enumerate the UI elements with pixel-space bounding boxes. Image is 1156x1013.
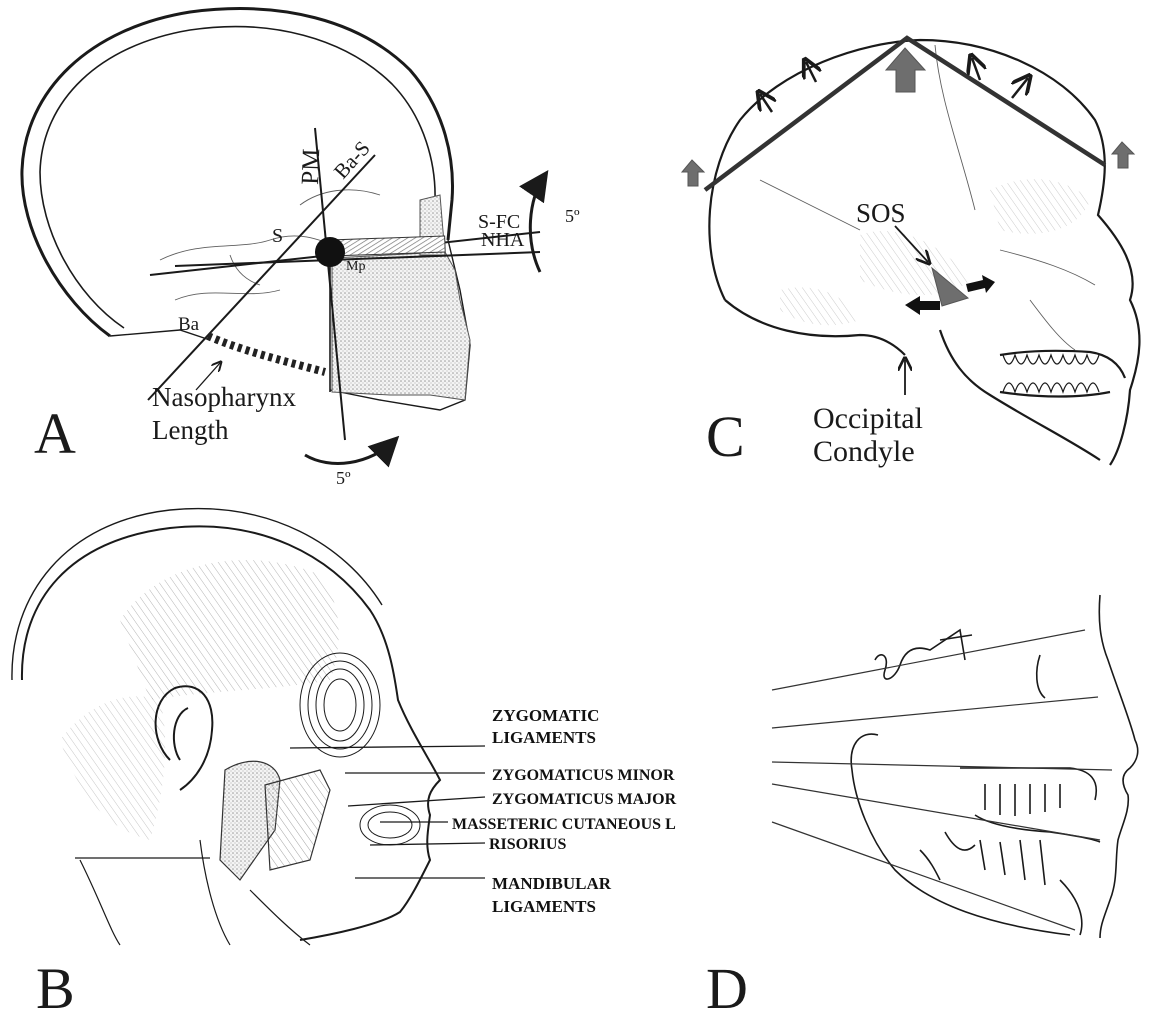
label-condyle: Condyle	[813, 435, 915, 468]
label-sos: SOS	[856, 198, 906, 228]
panel-letter-c: C	[706, 404, 745, 469]
label-mp: Mp	[346, 259, 365, 274]
label-occipital: Occipital	[813, 402, 923, 435]
black-arrow-right	[966, 275, 995, 293]
label-mandibular-1: MANDIBULAR	[492, 874, 612, 893]
label-zygomatic-1: ZYGOMATIC	[492, 706, 599, 725]
teeth-c	[1003, 355, 1099, 392]
label-nasopharynx: Nasopharynx	[152, 382, 296, 412]
cephalometric-lines-d	[772, 630, 1112, 930]
panel-letter-d: D	[706, 956, 748, 1013]
label-s: S	[272, 225, 283, 247]
masseter-b	[220, 761, 330, 880]
label-ba-s: Ba-S	[329, 136, 375, 183]
panel-letter-a: A	[34, 401, 76, 466]
hatched-bar	[330, 236, 445, 256]
label-zygomatic-2: LIGAMENTS	[492, 728, 596, 747]
label-masseteric: MASSETERIC CUTANEOUS L	[452, 816, 676, 833]
panel-a: PM Ba-S S Ba S-FC NHA Mp 5º 5º Nasophary…	[22, 9, 580, 488]
label-zygomaticus-major: ZYGOMATICUS MAJOR	[492, 791, 677, 808]
grey-arrow-right	[1112, 142, 1134, 168]
panel-d: D	[706, 595, 1138, 1013]
muscle-labels-b: ZYGOMATIC LIGAMENTS ZYGOMATICUS MINOR ZY…	[452, 706, 677, 916]
black-arrow-left	[905, 296, 940, 315]
growth-arrow-3	[972, 58, 980, 80]
growth-arrow-1	[760, 94, 772, 112]
rotation-arrow-right	[530, 175, 545, 272]
label-mandibular-2: LIGAMENTS	[492, 897, 596, 916]
panel-b: ZYGOMATIC LIGAMENTS ZYGOMATICUS MINOR ZY…	[12, 509, 677, 1013]
grey-arrow-top	[886, 48, 925, 92]
panel-letter-b: B	[36, 956, 75, 1013]
profile-outline-d	[851, 595, 1137, 938]
label-pm: PM	[297, 148, 325, 185]
label-angle-right: 5º	[565, 206, 580, 226]
rotation-arrow-bottom	[305, 440, 395, 463]
label-risorius: RISORIUS	[489, 836, 566, 853]
label-length: Length	[152, 415, 229, 445]
label-angle-bottom: 5º	[336, 468, 351, 488]
panel-c: SOS Occipital Condyle C	[682, 38, 1139, 469]
label-nha: NHA	[481, 229, 525, 251]
pm-point	[315, 237, 345, 267]
grey-arrow-left	[682, 160, 704, 186]
label-ba: Ba	[178, 314, 200, 335]
growth-arrow-4	[1012, 78, 1028, 98]
nasopharynx-dashed-line	[208, 336, 325, 372]
label-zygomaticus-minor: ZYGOMATICUS MINOR	[492, 767, 675, 784]
